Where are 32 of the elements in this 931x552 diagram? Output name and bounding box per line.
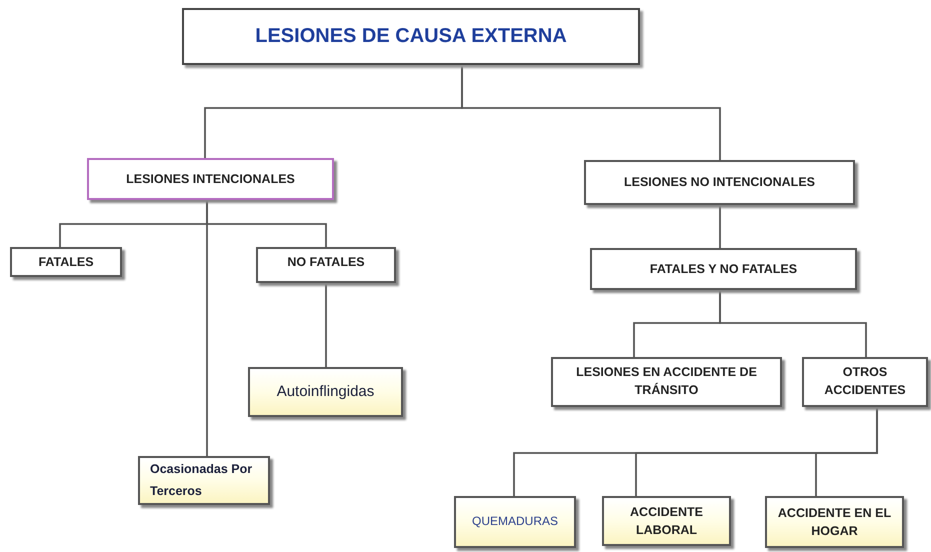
node-label: Autoinflingidas	[276, 382, 374, 402]
node-label: LESIONES DE CAUSA EXTERNA	[255, 24, 567, 49]
node-label: OTROS ACCIDENTES	[823, 364, 907, 400]
category-box	[256, 247, 396, 283]
node-label: QUEMADURAS	[472, 513, 558, 530]
category-box	[10, 247, 122, 277]
category-box-highlighted	[602, 496, 731, 546]
node-label: LESIONES INTENCIONALES	[126, 170, 295, 188]
category-box	[584, 160, 855, 205]
connector-line	[815, 407, 878, 496]
node-label: ACCIDENTE LABORAL	[629, 504, 704, 539]
node-label: FATALES	[38, 254, 94, 271]
connector-line	[325, 283, 327, 367]
node-label: LESIONES NO INTENCIONALES	[624, 174, 815, 192]
node-label: ACCIDENTE EN EL HOGAR	[776, 504, 892, 540]
connector-line	[461, 65, 721, 160]
category-box	[590, 248, 857, 290]
category-box	[551, 357, 782, 407]
category-box	[802, 357, 928, 407]
connector-line	[206, 200, 208, 456]
category-box-highlighted	[765, 496, 904, 548]
connector-line	[719, 290, 867, 357]
node-label: NO FATALES	[287, 254, 365, 271]
node-label: FATALES Y NO FATALES	[650, 260, 798, 278]
node-label: Ocasionadas Por Terceros	[150, 461, 254, 500]
category-box	[87, 158, 334, 200]
node-label: LESIONES EN ACCIDENTE DE TRÁNSITO	[575, 364, 758, 400]
category-box-highlighted	[248, 367, 403, 417]
connector-line	[719, 205, 721, 248]
category-box-highlighted	[138, 456, 270, 505]
category-box-highlighted	[454, 496, 576, 548]
title-box	[182, 8, 640, 65]
